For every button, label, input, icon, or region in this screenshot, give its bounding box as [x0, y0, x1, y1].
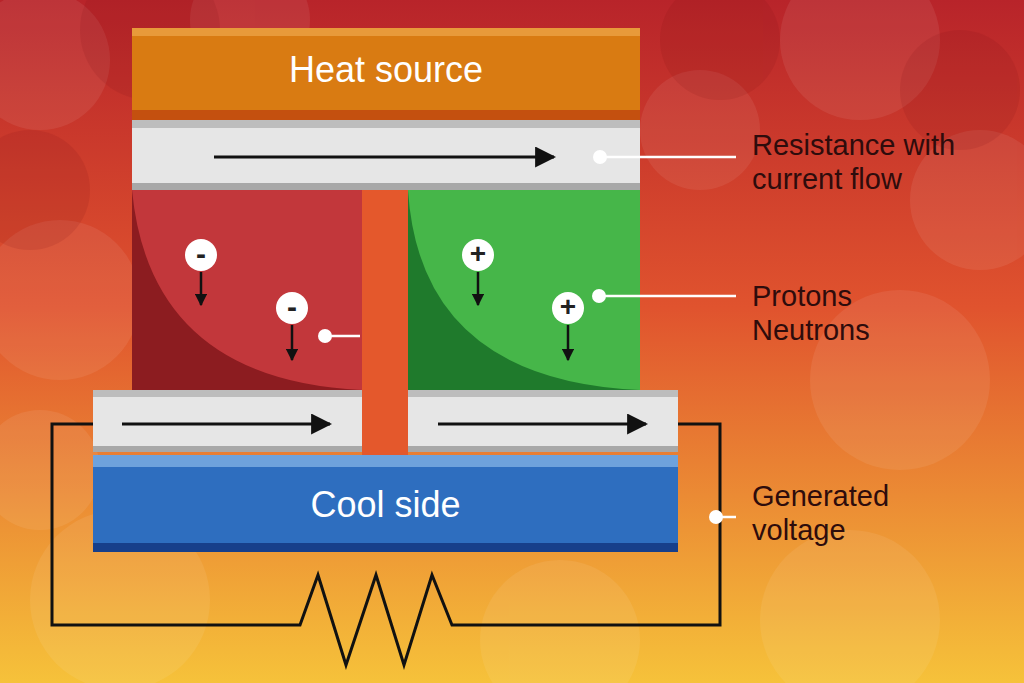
heat-source-highlight: [132, 28, 640, 36]
charge-symbol: -: [276, 292, 308, 324]
cool-side-edge: [93, 543, 678, 552]
n-type-shade: [132, 190, 362, 390]
bottom-conductor-left: [93, 390, 362, 452]
cool-side-highlight: [93, 455, 678, 467]
plate-label: Cool side: [310, 487, 460, 523]
conductor-edge: [93, 390, 362, 397]
callout-label: Protons Neutrons: [752, 279, 952, 347]
gap: [362, 190, 408, 455]
charge-symbol: -: [185, 239, 217, 271]
conductor-edge: [408, 390, 678, 397]
charge-symbol: +: [462, 239, 494, 271]
charge-sign: +: [470, 240, 486, 268]
current-arrow: [122, 423, 330, 426]
p-type-leg: [408, 190, 640, 390]
p-type-shade: [408, 190, 640, 390]
drift-arrows: [201, 272, 568, 360]
callout-label: Generated voltage: [752, 479, 952, 547]
heat-source-edge: [132, 110, 640, 120]
charge-sign: -: [196, 239, 206, 269]
charge-sign: -: [287, 292, 297, 322]
top-conductor-edge: [132, 183, 640, 190]
plate-label: Heat source: [289, 52, 483, 88]
cool-side-box: Cool side: [93, 467, 678, 543]
cool-side-plate: [93, 455, 678, 552]
conductor-edge: [408, 446, 678, 452]
current-arrow: [214, 156, 554, 159]
charge-symbol: +: [552, 292, 584, 324]
callout-label: Resistance with current flow: [752, 128, 1014, 196]
conductor-edge: [93, 446, 362, 452]
n-type-leg: [132, 190, 362, 390]
callout-leaders: [318, 150, 736, 524]
top-conductor: [132, 120, 640, 190]
circuit-wire-resistor: [52, 424, 720, 665]
current-arrow: [438, 423, 646, 426]
heat-source-plate: [132, 28, 640, 112]
bottom-conductor-right: [408, 390, 678, 452]
heat-source-box: Heat source: [132, 28, 640, 112]
charge-sign: +: [560, 293, 576, 321]
top-conductor-edge: [132, 120, 640, 128]
